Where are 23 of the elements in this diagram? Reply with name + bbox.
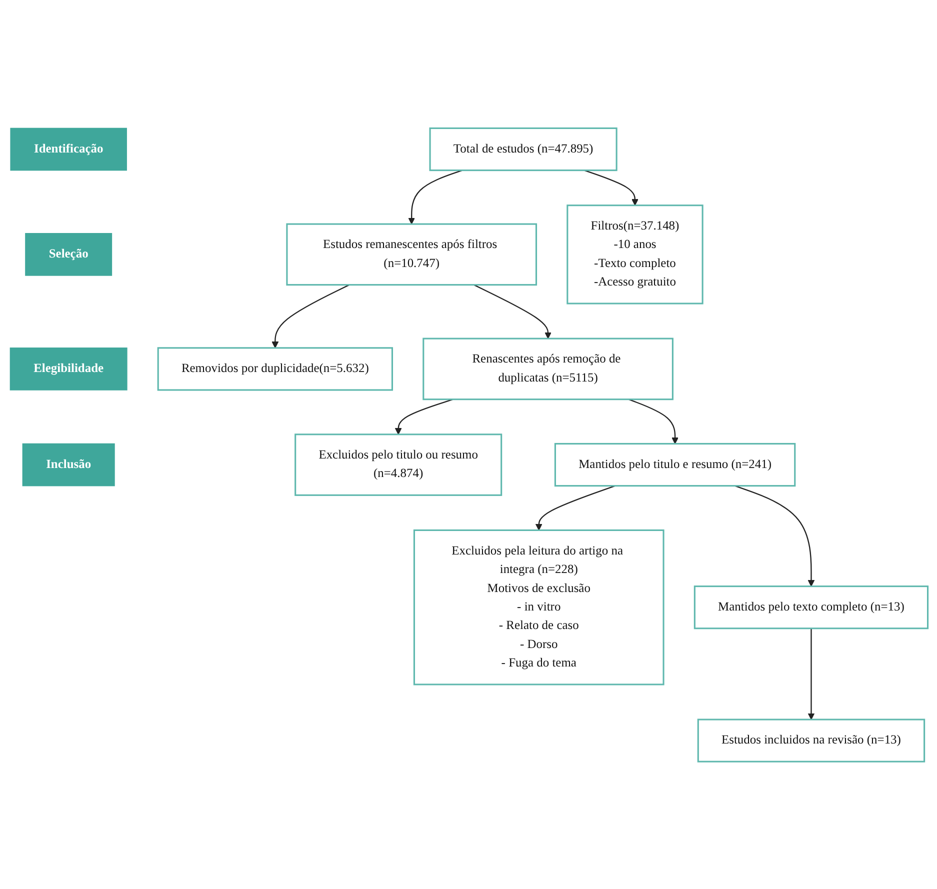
arrow [473, 284, 551, 338]
node-box: Mantidos pelo texto completo (n=13) [693, 585, 928, 629]
arrow [807, 628, 814, 720]
arrow [534, 484, 615, 530]
node-box: Excluidos pelo titulo ou resumo (n=4.874) [294, 433, 502, 496]
node-box: Identificação [10, 127, 126, 170]
node-box: Estudos remanescentes após filtros (n=10.747) [286, 222, 537, 286]
arrow [394, 398, 453, 434]
arrow [734, 484, 814, 586]
arrow [628, 398, 678, 444]
node-box: Excluidos pela leitura do artigo na integra (n=228) Motivos de exclusão - in vitro - Relato de caso - Dorso - Fuga do tema [412, 529, 664, 685]
node-box: Filtros(n=37.148) -10 anos -Texto completo -Acesso gratuito [566, 204, 703, 304]
arrow [271, 284, 350, 348]
node-box: Removidos por duplicidade(n=5.632) [156, 346, 393, 390]
node-box: Total de estudos (n=47.895) [428, 127, 617, 171]
node-box: Estudos incluidos na revisão (n=13) [696, 718, 925, 762]
arrow [408, 169, 462, 224]
arrow [584, 169, 638, 206]
node-box: Mantidos pelo titulo e resumo (n=241) [554, 442, 796, 486]
node-box: Inclusão [22, 442, 114, 486]
node-box: Seleção [24, 232, 112, 276]
node-box: Renascentes após remoção de duplicatas (n=5115) [422, 337, 673, 400]
node-box: Elegibilidade [9, 347, 127, 390]
